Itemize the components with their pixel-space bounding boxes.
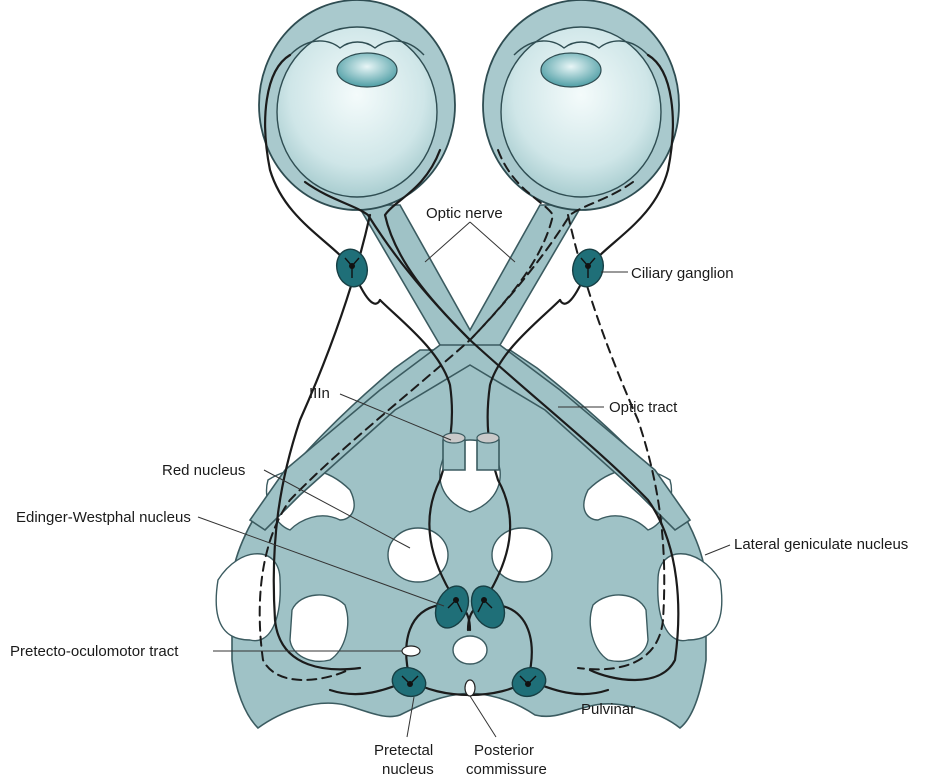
label-ciliary-ganglion: Ciliary ganglion: [631, 265, 734, 282]
right-eye: [483, 0, 679, 210]
posterior-commissure-marker: [465, 680, 475, 696]
left-lens: [337, 53, 397, 87]
label-posterior-commissure-line2: commissure: [466, 761, 547, 778]
label-pretectal-nucleus-line2: nucleus: [382, 761, 434, 778]
label-red-nucleus: Red nucleus: [162, 462, 245, 479]
label-optic-nerve: Optic nerve: [426, 205, 503, 222]
label-lateral-geniculate: Lateral geniculate nucleus: [734, 536, 908, 553]
left-eye: [259, 0, 455, 210]
label-optic-tract: Optic tract: [609, 399, 678, 416]
label-pretecto-oculomotor: Pretecto-oculomotor tract: [10, 643, 179, 660]
label-pulvinar: Pulvinar: [581, 701, 635, 718]
label-edinger-westphal: Edinger-Westphal nucleus: [16, 509, 191, 526]
lateral-geniculate-left: [216, 554, 280, 641]
red-nucleus-right: [492, 528, 552, 582]
red-nucleus-left: [388, 528, 448, 582]
label-pretectal-nucleus-line1: Pretectal: [374, 742, 433, 759]
cerebral-aqueduct: [453, 636, 487, 664]
right-posterior-hole: [590, 595, 648, 661]
pretecto-oculomotor-tract-marker: [402, 646, 420, 656]
lateral-geniculate-right: [658, 554, 722, 641]
right-lens: [541, 53, 601, 87]
label-posterior-commissure-line1: Posterior: [474, 742, 534, 759]
label-iiln: IIIn: [309, 385, 330, 402]
